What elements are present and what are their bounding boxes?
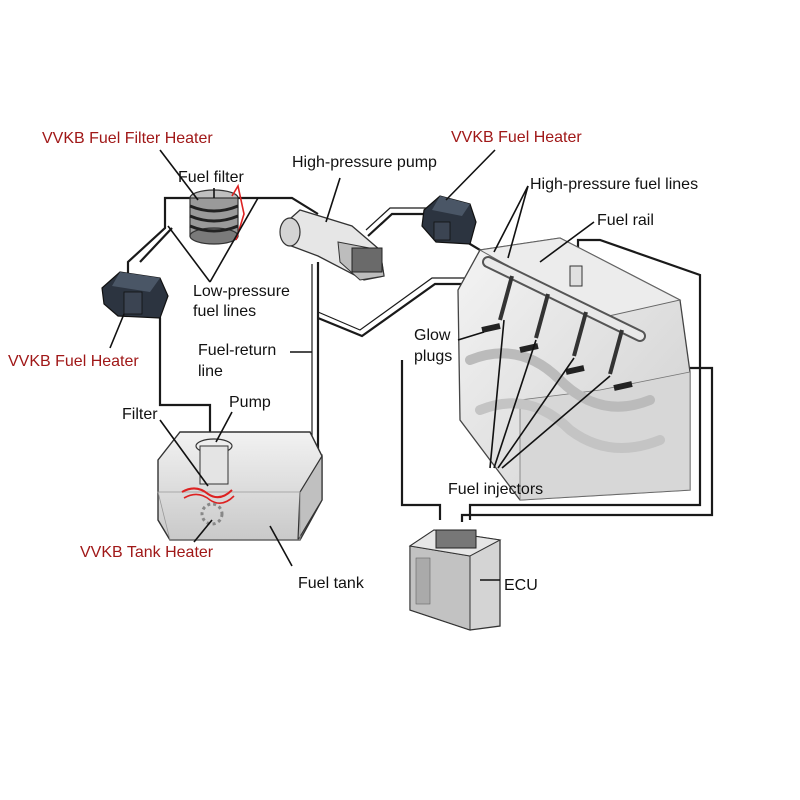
high-pressure-pump [279, 209, 385, 281]
label-high-pressure-fuel-lines: High-pressure fuel lines [530, 176, 699, 193]
leader-lines [109, 149, 611, 581]
leader-tank-heater [193, 519, 213, 543]
label-low-pressure: Low-pressure [193, 283, 290, 300]
leader-injectors-3 [497, 357, 575, 469]
pump-to-heater-line [367, 212, 430, 237]
leader-filter [159, 419, 209, 487]
label-glow: Glow [414, 327, 451, 344]
fuel-filter [189, 183, 245, 245]
label-fuel-lines: fuel lines [193, 303, 257, 320]
label-fuel-rail: Fuel rail [597, 212, 654, 229]
label-vvkb-fuel-filter-heater: VVKB Fuel Filter Heater [42, 130, 213, 147]
pump-to-heater-line-inner [365, 207, 428, 231]
label-fuel-return: Fuel-return [198, 342, 277, 359]
engine-return-line [317, 282, 485, 338]
leader-vvkb-heater-left [109, 313, 125, 349]
ecu-wire-left [400, 360, 442, 520]
label-filter: Filter [122, 406, 158, 423]
leader-injectors-4 [501, 375, 611, 469]
label-fuel-injectors: Fuel injectors [448, 481, 544, 498]
leader-high-pressure-pump [325, 177, 341, 223]
leader-hp-lines-2 [507, 185, 529, 259]
label-high-pressure-pump: High-pressure pump [292, 154, 437, 171]
low-pressure-line-filter [139, 227, 173, 263]
vvkb-fuel-heater-top [421, 195, 477, 245]
label-line: line [198, 363, 223, 380]
label-ecu: ECU [504, 577, 538, 594]
label-vvkb-tank-heater: VVKB Tank Heater [80, 544, 214, 561]
ecu-unit [408, 529, 502, 631]
leader-vvkb-heater-top [445, 149, 496, 201]
label-vvkb-fuel-heater-left: VVKB Fuel Heater [8, 353, 139, 370]
label-vvkb-fuel-heater-top: VVKB Fuel Heater [451, 129, 582, 146]
leader-glow-plugs [457, 331, 485, 341]
leader-hp-lines-1 [493, 185, 529, 253]
ecu-wire-right-2 [460, 366, 714, 522]
vvkb-fuel-heater-left [101, 271, 169, 319]
leader-low-pressure-1 [167, 225, 211, 283]
label-fuel-filter: Fuel filter [178, 169, 244, 186]
leader-injectors-1 [489, 319, 505, 469]
ecu-wire-right [468, 238, 702, 520]
leader-pump [215, 411, 233, 443]
fuel-tank [157, 431, 323, 541]
leader-fuel-tank [269, 525, 293, 567]
label-pump: Pump [229, 394, 271, 411]
leader-low-pressure-2 [209, 197, 259, 283]
leader-vvkb-filter-heater [159, 149, 199, 201]
label-plugs: plugs [414, 348, 453, 365]
engine-block [457, 237, 691, 501]
leader-fuel-rail [539, 221, 595, 263]
leader-injectors-2 [493, 339, 537, 469]
engine-return-line-inner [317, 277, 485, 331]
label-fuel-tank: Fuel tank [298, 575, 364, 592]
